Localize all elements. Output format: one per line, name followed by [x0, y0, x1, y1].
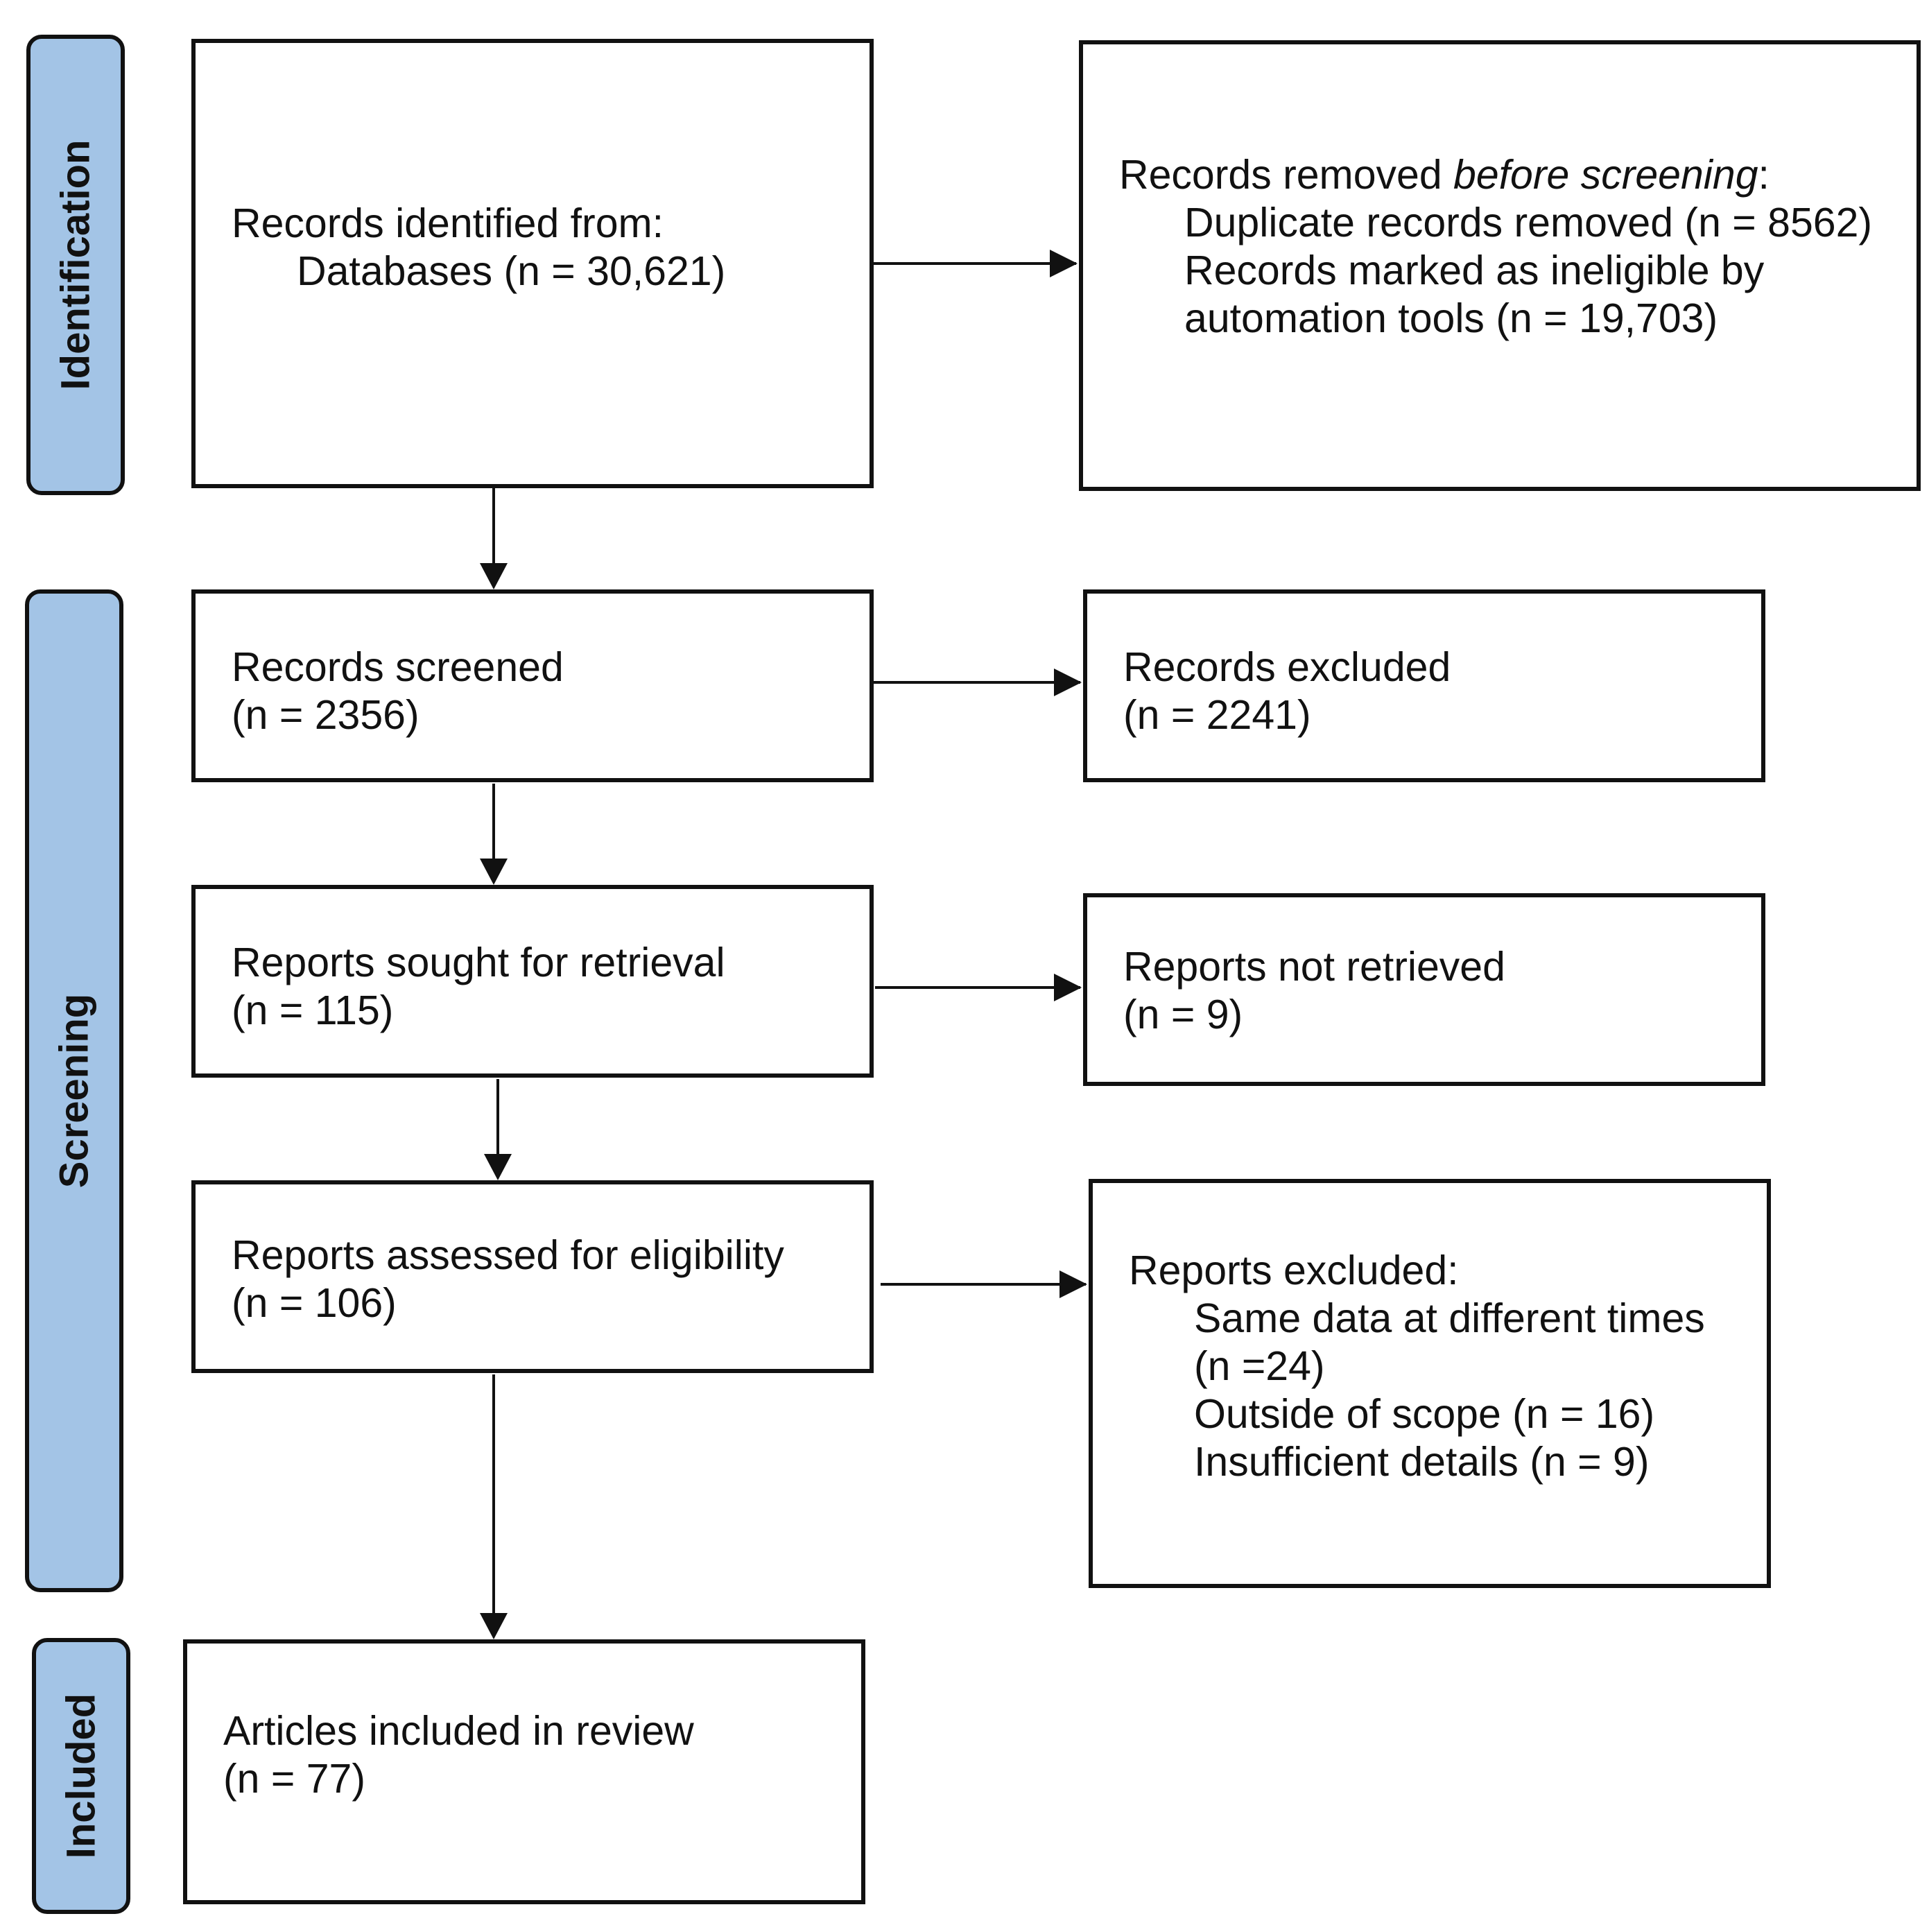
records-identified-box: Records identified from: Databases (n = … [191, 39, 874, 488]
arrowhead-right-3 [1054, 974, 1082, 1001]
records-removed-box: Records removed before screening: Duplic… [1079, 40, 1921, 491]
reports-sought-count: (n = 115) [232, 987, 394, 1033]
reason-outside-scope: Outside of scope (n = 16) [1194, 1391, 1655, 1437]
records-screened-label: Records screened [232, 644, 564, 690]
reports-not-retrieved-count: (n = 9) [1123, 992, 1243, 1037]
reports-assessed-box: Reports assessed for eligibility (n = 10… [191, 1180, 874, 1373]
arrowhead-down-3 [484, 1154, 512, 1180]
records-removed-heading-suffix: : [1758, 152, 1770, 198]
records-marked-ineligible-count: automation tools (n = 19,703) [1184, 295, 1718, 341]
reason-same-data-count: (n =24) [1194, 1343, 1325, 1389]
records-screened-count: (n = 2356) [232, 692, 419, 738]
records-marked-ineligible: Records marked as ineligible by [1184, 248, 1765, 293]
reports-sought-label: Reports sought for retrieval [232, 940, 725, 985]
arrowhead-right-2 [1054, 669, 1082, 696]
phase-included: Included [32, 1638, 130, 1914]
arrowhead-down-4 [480, 1613, 508, 1639]
arrowhead-down-2 [480, 859, 508, 885]
records-excluded-count: (n = 2241) [1123, 692, 1311, 738]
records-removed-heading-emphasis: before screening [1453, 152, 1758, 198]
reason-same-data: Same data at different times [1194, 1295, 1705, 1341]
articles-included-label: Articles included in review [223, 1708, 694, 1754]
records-identified-heading: Records identified from: [232, 200, 664, 246]
reports-excluded-heading: Reports excluded: [1129, 1248, 1459, 1293]
phase-identification: Identification [26, 35, 125, 495]
reason-insufficient-details: Insufficient details (n = 9) [1194, 1439, 1650, 1485]
phase-screening: Screening [25, 589, 123, 1592]
reports-sought-box: Reports sought for retrieval (n = 115) [191, 885, 874, 1078]
reports-excluded-box: Reports excluded: Same data at different… [1089, 1179, 1771, 1588]
records-screened-box: Records screened (n = 2356) [191, 589, 874, 782]
reports-not-retrieved-box: Reports not retrieved (n = 9) [1083, 893, 1765, 1086]
reports-assessed-count: (n = 106) [232, 1280, 397, 1326]
reports-assessed-label: Reports assessed for eligibility [232, 1232, 784, 1278]
records-excluded-box: Records excluded (n = 2241) [1083, 589, 1765, 782]
records-removed-heading: Records removed before screening: [1119, 151, 1872, 199]
arrowhead-right-4 [1059, 1270, 1087, 1298]
duplicate-records-removed: Duplicate records removed (n = 8562) [1184, 200, 1873, 245]
records-excluded-label: Records excluded [1123, 644, 1451, 690]
articles-included-box: Articles included in review (n = 77) [183, 1639, 865, 1904]
arrowhead-right-1 [1050, 250, 1078, 277]
articles-included-count: (n = 77) [223, 1756, 365, 1802]
arrowhead-down-1 [480, 563, 508, 589]
records-identified-databases: Databases (n = 30,621) [297, 248, 726, 294]
records-removed-heading-prefix: Records removed [1119, 152, 1454, 198]
reports-not-retrieved-label: Reports not retrieved [1123, 944, 1505, 990]
